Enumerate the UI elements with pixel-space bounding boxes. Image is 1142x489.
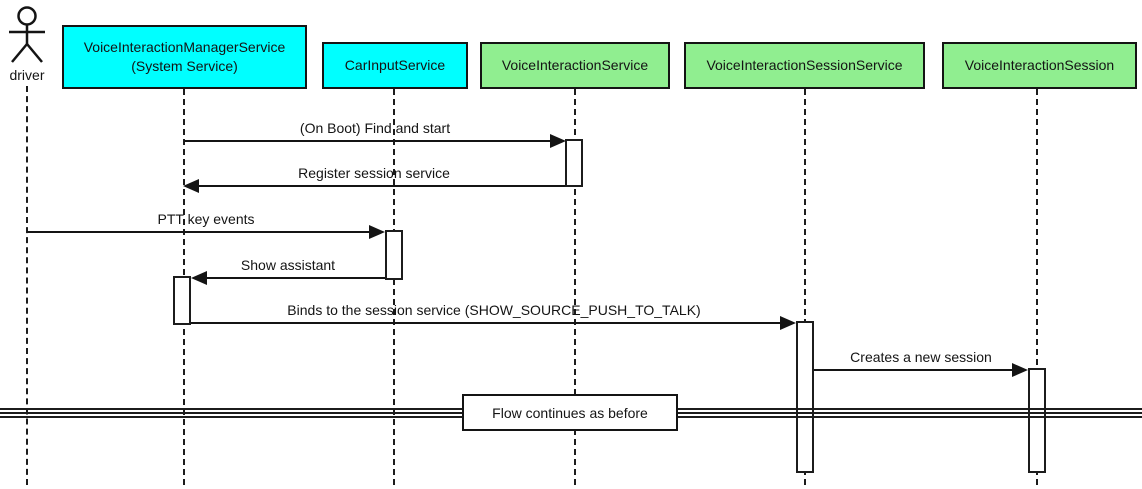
divider-label: Flow continues as before	[492, 404, 648, 421]
participant-label: VoiceInteractionSession	[964, 57, 1115, 73]
message-line	[199, 185, 565, 187]
participant-voiceinteractionmanagerservice: VoiceInteractionManagerService (System S…	[62, 25, 307, 89]
message-line	[184, 140, 552, 142]
participant-carinputservice: CarInputService	[322, 42, 468, 89]
message-label-binds-to-session-service: Binds to the session service (SHOW_SOURC…	[287, 302, 701, 318]
participant-voiceinteractionservice: VoiceInteractionService	[480, 42, 670, 89]
message-label-ptt-key-events: PTT key events	[157, 211, 255, 227]
participant-label: CarInputService	[344, 57, 446, 73]
activation-voiceinteractionsessionservice	[796, 321, 814, 473]
lifeline-voiceinteractionsession	[1036, 89, 1038, 485]
message-label-register-session-service: Register session service	[298, 165, 450, 181]
actor-icon	[9, 6, 45, 63]
participant-voiceinteractionsessionservice: VoiceInteractionSessionService	[684, 42, 925, 89]
participant-label: VoiceInteractionManagerService (System S…	[83, 39, 286, 74]
lifeline-carinputservice	[393, 89, 395, 485]
arrowhead-left-icon	[183, 179, 199, 193]
divider-label-box: Flow continues as before	[462, 394, 678, 431]
arrowhead-right-icon	[369, 225, 385, 239]
participant-voiceinteractionsession: VoiceInteractionSession	[942, 42, 1137, 89]
participant-label: VoiceInteractionService	[501, 57, 649, 73]
arrowhead-right-icon	[780, 316, 796, 330]
message-line	[207, 277, 385, 279]
arrowhead-right-icon	[550, 134, 566, 148]
activation-carinputservice	[385, 230, 403, 280]
activation-voiceinteractionsession	[1028, 368, 1046, 473]
lifeline-voiceinteractionservice	[574, 89, 576, 485]
activation-voiceinteractionservice	[565, 139, 583, 187]
actor-driver: driver	[3, 6, 51, 83]
message-label-creates-a-new-session: Creates a new session	[850, 349, 992, 365]
arrowhead-right-icon	[1012, 363, 1028, 377]
activation-voiceinteractionmanagerservice	[173, 276, 191, 325]
actor-driver-label: driver	[9, 67, 45, 83]
message-line	[191, 322, 781, 324]
arrowhead-left-icon	[191, 271, 207, 285]
message-label-on-boot-find-and-start: (On Boot) Find and start	[299, 120, 451, 136]
lifeline-driver	[26, 86, 28, 485]
lifeline-voiceinteractionsessionservice	[804, 89, 806, 485]
message-line	[27, 231, 371, 233]
message-label-show-assistant: Show assistant	[240, 257, 336, 273]
message-line	[814, 369, 1013, 371]
participant-label: VoiceInteractionSessionService	[706, 57, 903, 73]
